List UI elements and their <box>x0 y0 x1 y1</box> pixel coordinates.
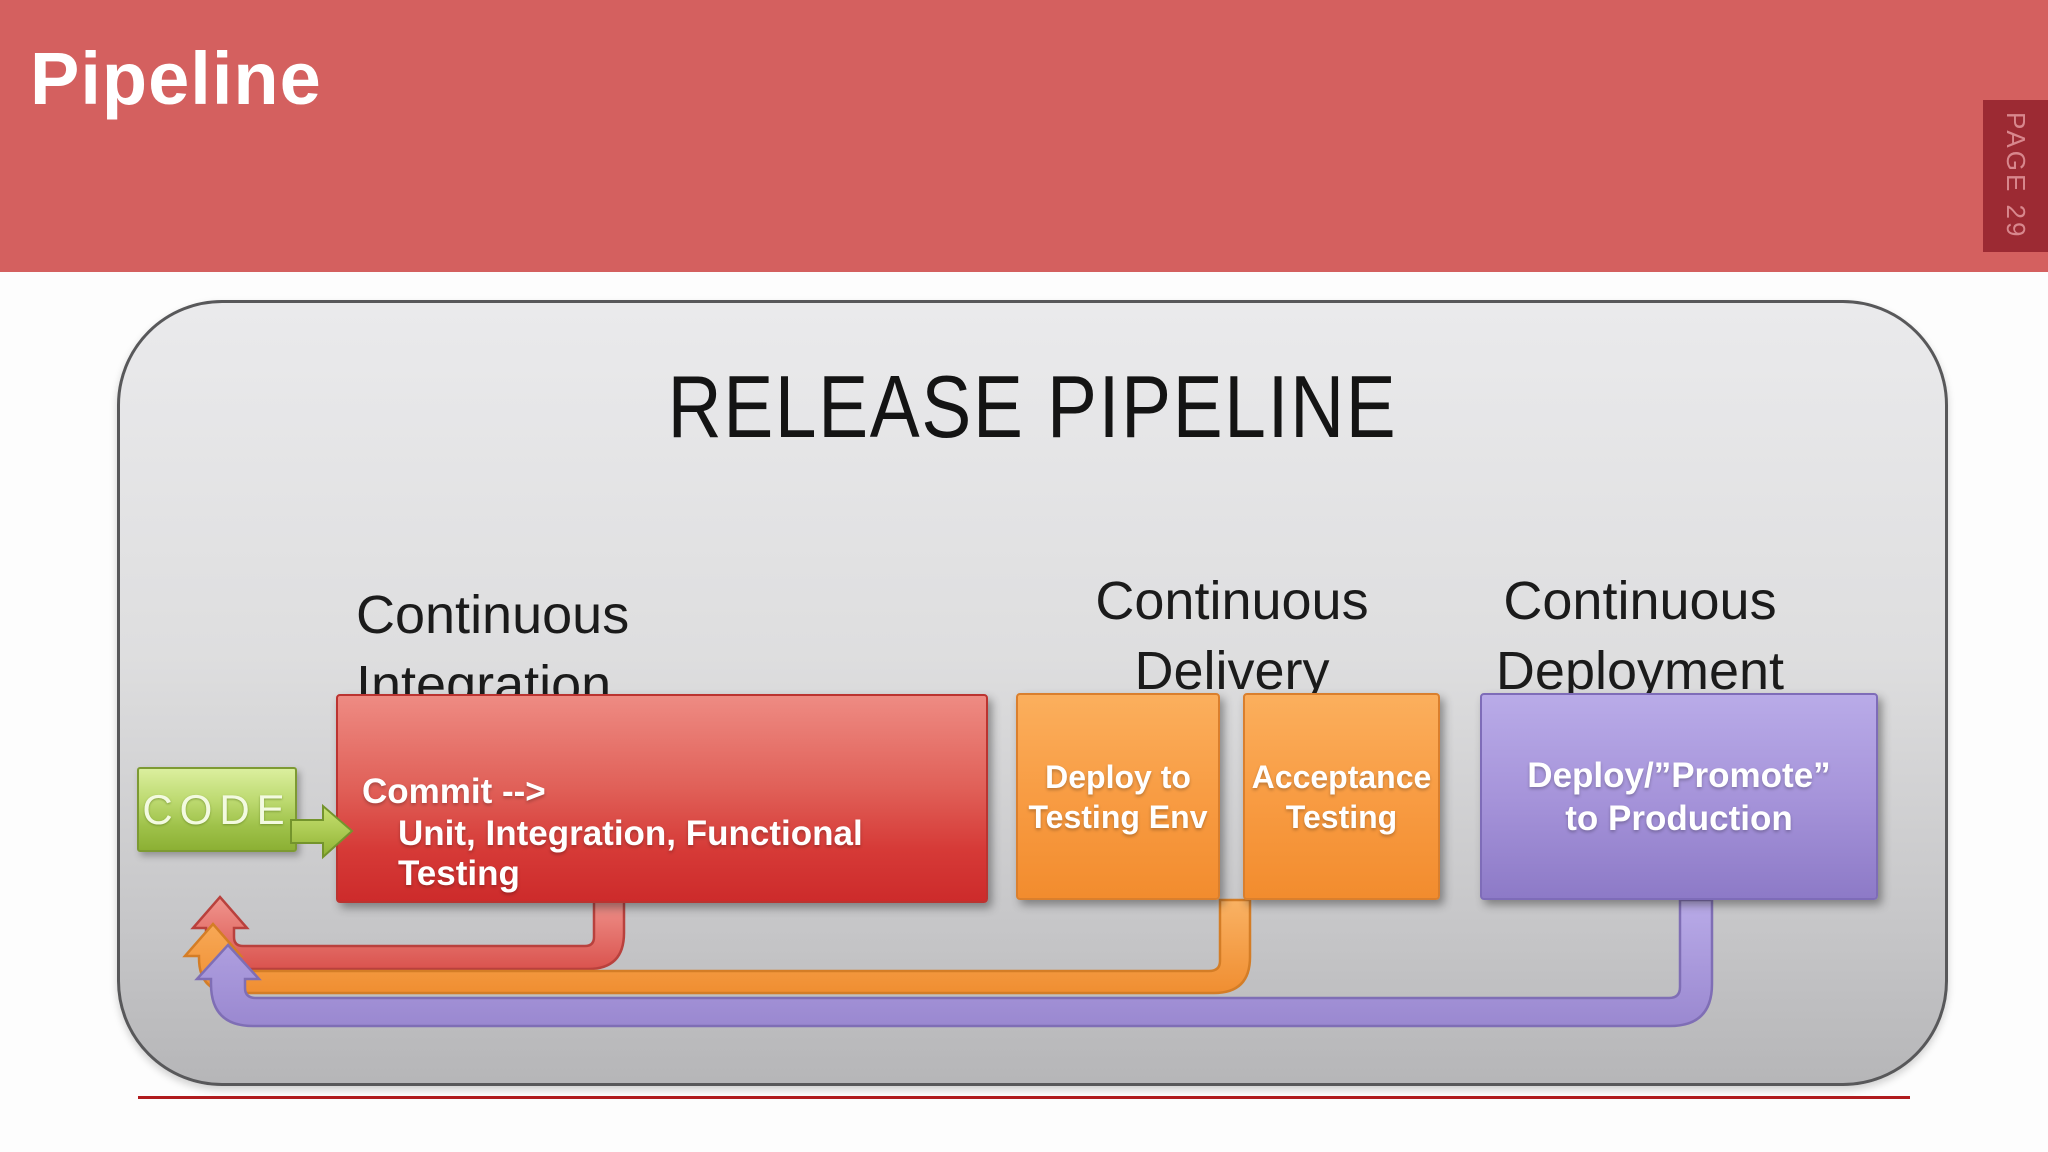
bottom-divider-rule <box>138 1096 1910 1099</box>
production-line1: Deploy/”Promote” <box>1527 755 1831 795</box>
stage-label-line: Deployment <box>1495 641 1785 701</box>
stage-label-continuous-deployment: Continuous Deployment <box>1440 566 1840 706</box>
deploy-to-testing-box: Deploy to Testing Env <box>1016 693 1220 900</box>
deploy-testing-line2: Testing Env <box>1028 798 1208 835</box>
acceptance-testing-box: Acceptance Testing <box>1243 693 1440 900</box>
deploy-testing-line1: Deploy to <box>1045 758 1191 795</box>
acceptance-line2: Testing <box>1285 798 1398 835</box>
commit-box-line2: Unit, Integration, Functional Testing <box>398 814 863 893</box>
deploy-to-production-box: Deploy/”Promote” to Production <box>1480 693 1878 900</box>
code-box: CODE <box>137 767 297 852</box>
page-number-label: PAGE 29 <box>2001 112 2031 240</box>
slide-title: Pipeline <box>30 37 322 120</box>
acceptance-line1: Acceptance <box>1251 758 1432 795</box>
stage-label-continuous-delivery: Continuous Delivery <box>1032 566 1432 706</box>
diagram-title: RELEASE PIPELINE <box>667 357 1398 456</box>
code-box-label: CODE <box>142 785 292 833</box>
commit-testing-box: Commit --> Unit, Integration, Functional… <box>336 694 988 903</box>
page-number-badge: PAGE 29 <box>1983 100 2048 252</box>
production-line2: to Production <box>1565 798 1793 838</box>
stage-label-line: Continuous <box>1095 571 1369 631</box>
stage-label-line: Continuous <box>1503 571 1777 631</box>
stage-label-line: Delivery <box>1134 641 1330 701</box>
slide-header: Pipeline PAGE 29 <box>0 0 2048 272</box>
commit-box-line1: Commit --> <box>362 772 546 811</box>
stage-label-line: Continuous <box>356 585 630 645</box>
